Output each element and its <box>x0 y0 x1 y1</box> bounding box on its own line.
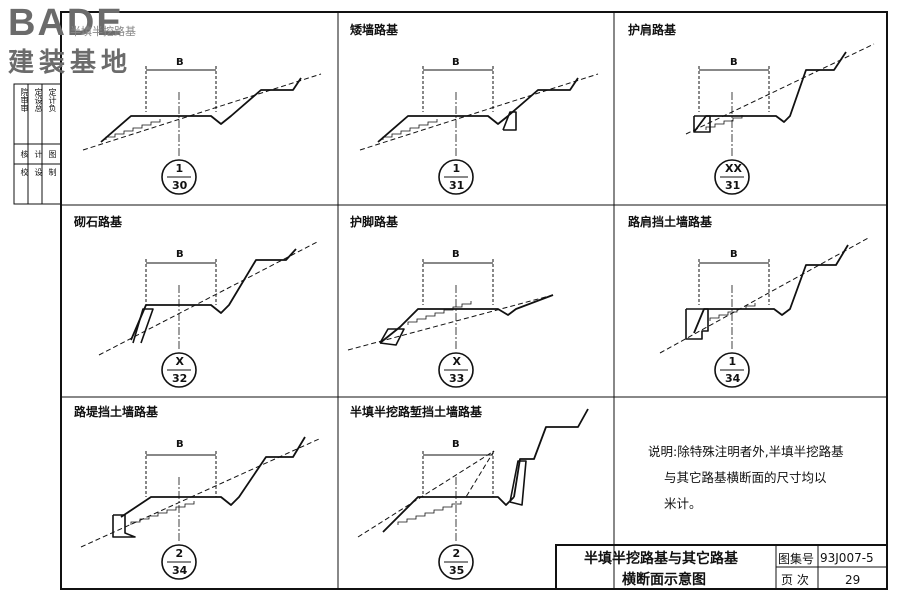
ref-circle-top-4: X <box>175 355 184 368</box>
note-line-3: 米计。 <box>664 496 702 511</box>
side-label-2: 定设总 <box>34 88 43 112</box>
side-label-8: 设 <box>34 168 43 176</box>
original-ground-line <box>80 438 320 548</box>
excavation-line <box>465 450 495 498</box>
original-ground-line <box>82 73 322 151</box>
road-profile <box>130 248 297 341</box>
road-profile <box>100 77 302 143</box>
b-label-4: B <box>176 249 184 260</box>
ref-circle-bottom-3: 31 <box>725 179 741 192</box>
original-ground-line <box>685 43 875 135</box>
outer-frame <box>60 11 888 590</box>
ref-circle-top-6: 1 <box>728 355 737 368</box>
side-label-4: 核 <box>20 150 29 158</box>
ref-circle-bottom-7: 34 <box>172 564 188 577</box>
side-label-6: 图 <box>48 150 57 158</box>
toe-wall <box>379 328 405 346</box>
brand-logo: BADE <box>8 2 124 44</box>
road-profile <box>120 436 306 518</box>
panel-title-7: 路堤挡土墙路基 <box>74 405 159 419</box>
brand-subtitle: 建装基地 <box>8 48 133 78</box>
ref-circle <box>438 352 474 388</box>
shoulder-wall <box>693 115 711 133</box>
ref-circle-top-7: 2 <box>175 547 184 560</box>
bench-steps <box>705 115 743 130</box>
ref-circle-top-3: XX <box>725 162 742 175</box>
b-label-2: B <box>452 57 460 68</box>
cut-slope <box>513 408 589 498</box>
page-number: 29 <box>845 573 861 587</box>
logo-overlay-text: 半填半挖路基 <box>70 25 136 38</box>
panel-title-2: 矮墙路基 <box>350 23 399 37</box>
b-label-8: B <box>452 439 460 450</box>
road-profile <box>693 244 849 334</box>
ref-circle <box>161 352 197 388</box>
road-profile <box>382 496 515 533</box>
ref-circle-bottom-4: 32 <box>172 372 188 385</box>
ref-circle-top-5: X <box>452 355 461 368</box>
ref-circle-top-8: 2 <box>452 547 461 560</box>
original-ground-line <box>659 236 871 354</box>
cut-retaining-wall <box>509 460 527 506</box>
atlas-number: 93J007-5 <box>820 551 874 565</box>
title-block-title-1: 半填半挖路基与其它路基 <box>584 551 738 567</box>
road-profile <box>379 294 554 344</box>
ref-circle <box>714 159 750 195</box>
bench-steps <box>397 501 462 525</box>
ref-circle-bottom-5: 33 <box>449 372 465 385</box>
original-ground-line <box>357 450 495 538</box>
side-label-9: 制 <box>48 168 57 176</box>
ref-circle-top-1: 1 <box>175 162 184 175</box>
ref-circle <box>438 159 474 195</box>
ref-circle-bottom-2: 31 <box>449 179 465 192</box>
ref-circle <box>161 159 197 195</box>
bench-steps <box>709 303 756 321</box>
ref-circle-top-2: 1 <box>452 162 461 175</box>
low-wall <box>502 111 517 131</box>
panel-title-6: 路肩挡土墙路基 <box>628 215 713 229</box>
ref-circle-bottom-8: 35 <box>449 564 465 577</box>
ref-circle <box>438 544 474 580</box>
road-profile <box>693 51 847 133</box>
ref-circle-bottom-1: 30 <box>172 179 188 192</box>
bench-steps <box>130 501 195 525</box>
embankment-retaining-wall <box>112 514 136 538</box>
side-label-3: 定计负 <box>48 88 57 112</box>
stone-wall <box>132 308 154 344</box>
note-line-1: 说明:除特殊注明者外,半填半挖路基 <box>648 444 844 459</box>
original-ground-line <box>347 294 554 351</box>
b-label-5: B <box>452 249 460 260</box>
ref-circle <box>714 352 750 388</box>
panel-title-5: 护脚路基 <box>350 215 399 229</box>
ref-circle <box>161 544 197 580</box>
shoulder-retaining-wall <box>685 308 709 340</box>
bench-steps <box>382 119 438 140</box>
atlas-number-label: 图集号 <box>778 552 815 566</box>
panel-title-3: 护肩路基 <box>628 23 677 37</box>
b-label-1: B <box>176 57 184 68</box>
side-label-5: 计 <box>34 150 43 158</box>
title-block-title-2: 横断面示意图 <box>622 572 706 588</box>
road-profile <box>377 77 579 143</box>
b-label-6: B <box>730 249 738 260</box>
bench-steps <box>407 301 472 325</box>
b-label-3: B <box>730 57 738 68</box>
bench-steps <box>105 119 161 140</box>
b-label-7: B <box>176 439 184 450</box>
side-label-7: 校 <box>20 168 29 176</box>
page-number-label: 页 次 <box>781 573 809 587</box>
ref-circle-bottom-6: 34 <box>725 372 741 385</box>
note-line-2: 与其它路基横断面的尺寸均以 <box>664 470 827 485</box>
original-ground-line <box>359 73 599 151</box>
panel-title-4: 砌石路基 <box>74 215 123 229</box>
panel-title-8: 半填半挖路堑挡土墙路基 <box>350 405 483 419</box>
side-label-1: 院审审 <box>20 88 29 112</box>
